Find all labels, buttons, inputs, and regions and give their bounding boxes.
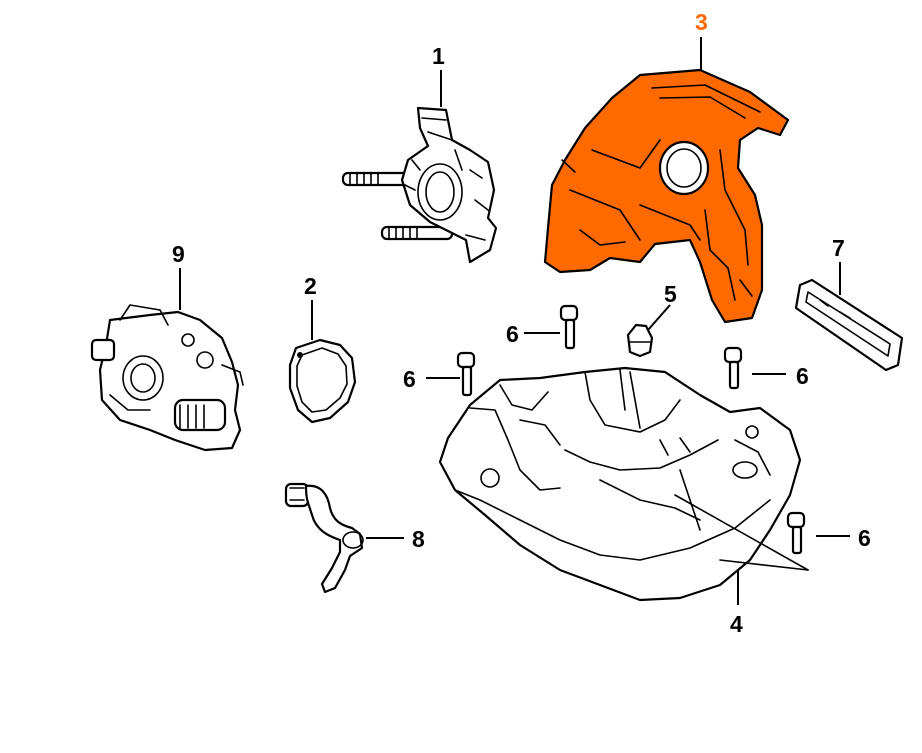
leader-lines <box>179 37 850 605</box>
part-8-hose[interactable] <box>284 482 364 594</box>
part-6-screw-a[interactable] <box>559 304 579 350</box>
callout-6d: 6 <box>858 525 871 551</box>
callout-1: 1 <box>432 43 445 69</box>
callout-labels: 1 3 9 2 5 7 6 6 6 6 8 4 <box>172 9 871 637</box>
part-4-housing[interactable] <box>438 366 809 602</box>
callout-9: 9 <box>172 241 185 267</box>
callout-4: 4 <box>730 611 743 637</box>
callout-8: 8 <box>412 526 425 552</box>
callout-6a: 6 <box>506 321 519 347</box>
callout-2: 2 <box>304 273 317 299</box>
part-5-grommet[interactable] <box>626 323 654 358</box>
part-2-gasket[interactable] <box>288 338 357 424</box>
callout-7: 7 <box>832 235 845 261</box>
callout-5: 5 <box>664 281 677 307</box>
part-6-screw-b[interactable] <box>456 351 476 397</box>
part-6-screw-d[interactable] <box>786 511 806 555</box>
part-9-carburetor[interactable] <box>90 304 244 452</box>
part-7-plate[interactable] <box>794 278 904 372</box>
part-1-cylinder-mount[interactable] <box>341 106 498 264</box>
callout-3: 3 <box>695 9 708 35</box>
callout-6c: 6 <box>796 363 809 389</box>
part-6-screw-c[interactable] <box>723 346 743 390</box>
callout-6b: 6 <box>403 366 416 392</box>
part-3-shroud[interactable] <box>543 68 790 324</box>
